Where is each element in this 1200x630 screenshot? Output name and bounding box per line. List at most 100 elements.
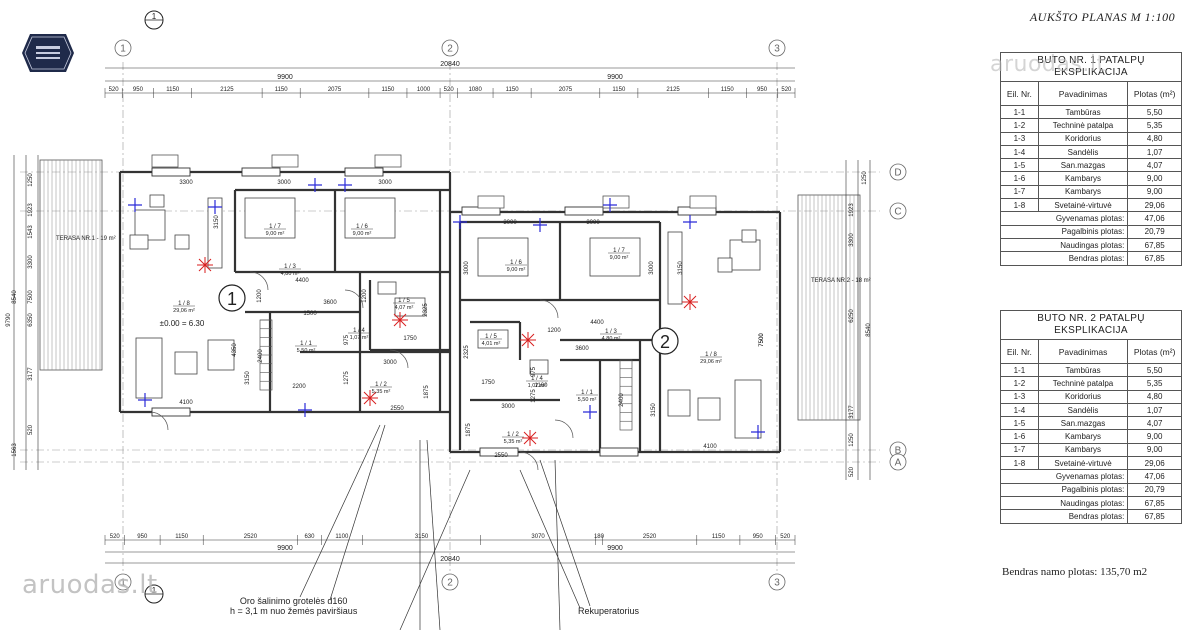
room-code: 1 / 2 — [507, 432, 519, 438]
dim-text: 1275 — [344, 371, 350, 385]
vent-marker — [583, 405, 597, 419]
window — [344, 167, 384, 177]
door-swing — [389, 349, 409, 369]
dim-text: 1200 — [547, 328, 561, 334]
room-code: 1 / 8 — [178, 301, 190, 307]
chair — [741, 229, 757, 243]
table-cell: Kambarys — [1037, 429, 1129, 444]
table-cell: 5,35 — [1127, 376, 1182, 391]
dim-text: 1150 — [175, 534, 189, 540]
extract-fan-marker — [362, 390, 378, 406]
room-area: 29,06 m² — [173, 308, 195, 314]
table-cell: 1-8 — [1000, 198, 1039, 213]
vent-callout-line2: h = 3,1 m nuo žemės paviršiaus — [230, 606, 358, 616]
sofa — [734, 379, 762, 439]
summary-row: Pagalbinis plotas:20,79 — [999, 224, 1182, 239]
room-code: 1 / 2 — [375, 382, 387, 388]
vent-callout-line1: Oro šalinimo grotelės d160 — [239, 596, 348, 606]
axis-bubble — [768, 573, 786, 591]
dim-text: 1080 — [468, 87, 482, 93]
summary-value: 47,06 — [1127, 469, 1182, 484]
table-cell: Sandėlis — [1037, 402, 1129, 418]
table-cell: San.mazgas — [1037, 416, 1129, 431]
floor-level: ±0.00 = 6.30 — [160, 319, 205, 328]
dim-text: 4100 — [703, 444, 717, 450]
window — [151, 407, 191, 417]
table-cell: 1-8 — [1000, 456, 1039, 471]
col-header: Eil. Nr. — [1000, 81, 1039, 106]
table-cell: 4,07 — [1127, 416, 1182, 431]
vent-marker — [128, 198, 142, 212]
dim-text: 2325 — [464, 345, 470, 359]
dining-table — [134, 209, 166, 241]
sink — [377, 281, 397, 295]
table-cell: Svetainė-virtuvė — [1037, 198, 1129, 213]
dim-text: 1275 — [531, 389, 537, 403]
col-header: Pavadinimas — [1037, 81, 1129, 106]
window — [564, 206, 604, 216]
axis-label: 2 — [447, 44, 453, 55]
dim-text: 3000 — [649, 261, 655, 275]
col-header: Plotas (m²) — [1127, 339, 1182, 364]
dim-text: 2550 — [390, 406, 404, 412]
leader-line — [426, 439, 441, 630]
leader-line — [554, 459, 561, 630]
table-cell: 4,80 — [1127, 389, 1182, 404]
room-area: 4,07 m² — [395, 305, 414, 311]
dim-text: 975 — [344, 334, 350, 345]
summary-row: Pagalbinis plotas:20,79 — [999, 482, 1182, 497]
window-sill — [374, 154, 402, 168]
vent-marker — [533, 218, 547, 232]
dim-text: 3600 — [323, 300, 337, 306]
leader-line — [299, 424, 381, 598]
dim-text: 3177 — [849, 405, 855, 419]
table-cell: Sandėlis — [1037, 144, 1129, 160]
dim-text: 1150 — [166, 87, 180, 93]
dim-text: 9790 — [6, 313, 12, 327]
apartment-number: 2 — [660, 332, 670, 352]
dim-text: 520 — [444, 87, 455, 93]
axis-bubble — [441, 573, 459, 591]
summary-row: Naudingas plotas:67,85 — [999, 495, 1182, 511]
room-code: 1 / 7 — [269, 224, 281, 230]
armchair — [207, 339, 235, 371]
table-cell: 1-7 — [1000, 442, 1039, 458]
dim-text: 1150 — [721, 87, 735, 93]
summary-label: Naudingas plotas: — [999, 495, 1129, 511]
summary-label: Pagalbinis plotas: — [999, 482, 1129, 497]
extract-fan-marker — [520, 332, 536, 348]
door-swing — [344, 289, 364, 309]
dim-text: 180 — [594, 534, 605, 540]
vent-marker — [453, 215, 467, 229]
summary-row: Gyvenamas plotas:47,06 — [999, 211, 1182, 226]
vent-marker — [683, 215, 697, 229]
room-area: 9,00 m² — [353, 231, 372, 237]
axis-label: D — [894, 168, 901, 179]
bed — [589, 237, 641, 277]
dim-text: 3300 — [179, 180, 193, 186]
table-cell: 1,07 — [1127, 402, 1182, 418]
apartment-number: 1 — [227, 289, 237, 309]
extract-fan-marker — [682, 294, 698, 310]
col-header: Pavadinimas — [1037, 339, 1129, 364]
dim-text: 7500 — [759, 333, 765, 347]
table-cell: 9,00 — [1127, 429, 1182, 444]
room-area: 9,00 m² — [266, 231, 285, 237]
dim-text: 20840 — [440, 61, 460, 68]
axis-label: 3 — [774, 44, 780, 55]
dim-text: 7500 — [28, 290, 34, 304]
furniture — [128, 178, 765, 471]
summary-value: 67,85 — [1127, 251, 1182, 266]
table-cell: 1-1 — [1000, 104, 1039, 120]
dim-text: 1150 — [381, 87, 395, 93]
vent-marker — [603, 198, 617, 212]
dim-text: 3150 — [415, 534, 429, 540]
dim-text: 520 — [28, 424, 34, 435]
dim-text: 1150 — [612, 87, 626, 93]
